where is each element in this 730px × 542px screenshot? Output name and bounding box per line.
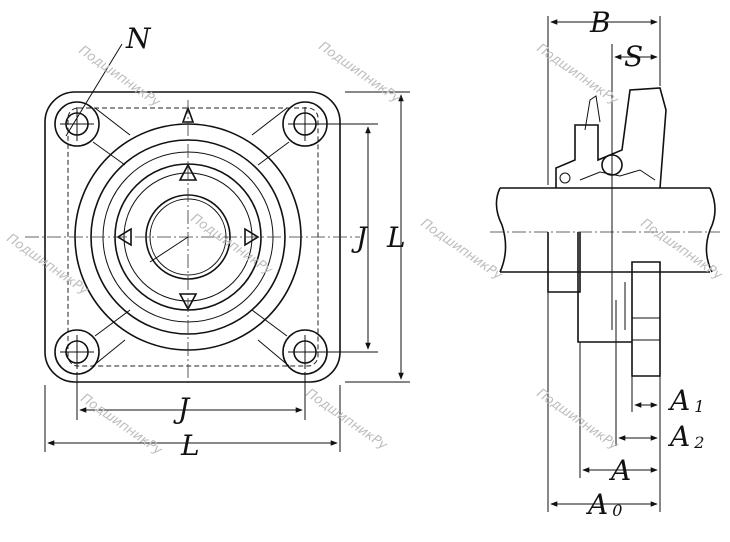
shaft xyxy=(495,187,716,273)
label-a: A xyxy=(608,454,631,487)
label-j-bottom: J xyxy=(173,392,191,425)
label-l-bottom: L xyxy=(180,429,200,462)
watermark: ПодшипникРу xyxy=(316,39,403,106)
dim-a xyxy=(579,342,661,478)
housing-flange xyxy=(547,232,661,377)
dim-a1 xyxy=(631,376,661,412)
watermark: ПодшипникРу xyxy=(188,211,275,278)
watermark: ПодшипникРу xyxy=(78,391,165,458)
n-leader xyxy=(65,43,123,137)
watermark: ПодшипникРу xyxy=(534,386,621,453)
front-view: N J L J L xyxy=(25,22,410,462)
dim-j-front-bottom xyxy=(76,372,306,420)
label-s: S xyxy=(624,40,643,73)
dim-l-front-bottom xyxy=(44,385,341,452)
bearing-top xyxy=(555,87,667,189)
dim-s xyxy=(611,44,658,140)
label-j-right: J xyxy=(351,221,369,254)
dim-b xyxy=(547,16,661,185)
watermark: ПодшипникРу xyxy=(534,41,621,108)
label-b: B xyxy=(589,6,611,39)
dim-j-front-right xyxy=(320,123,378,353)
watermark: ПодшипникРу xyxy=(418,216,505,283)
dim-l-front-right xyxy=(345,91,410,383)
dim-a2 xyxy=(615,300,661,446)
dim-a0 xyxy=(547,292,661,512)
label-l-right: L xyxy=(386,221,406,254)
label-n: N xyxy=(125,22,152,55)
housing-ribs xyxy=(92,107,290,367)
